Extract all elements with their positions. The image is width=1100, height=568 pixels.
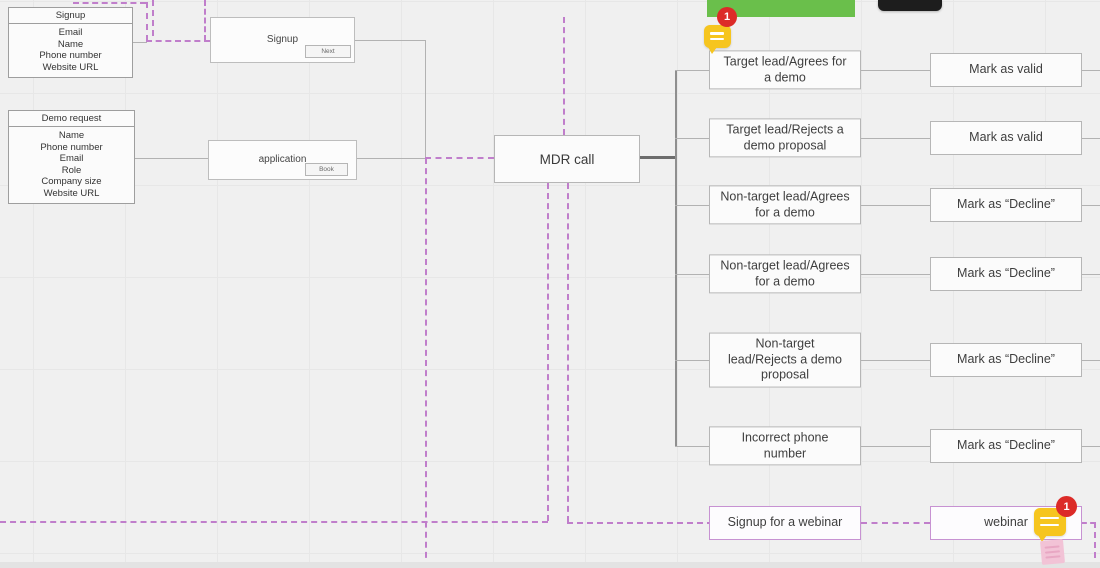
connector-branch-row2	[675, 138, 709, 139]
outcome-node[interactable]: Non-target lead/Agrees for a demo	[709, 185, 861, 225]
connector-exit-row6	[1082, 446, 1100, 447]
dashed-connector-webinar-mid	[861, 522, 930, 524]
action-node[interactable]: Mark as valid	[930, 121, 1082, 155]
comment-line	[710, 32, 724, 35]
connector-mid-row1	[861, 70, 930, 71]
dashed-connector-mid-down	[425, 158, 427, 568]
dashed-connector-below-mdr-a	[547, 183, 549, 521]
dashed-connector-vertical-c	[204, 0, 206, 41]
webinar-signup-node[interactable]: Signup for a webinar	[709, 506, 861, 540]
connector-mid-row5	[861, 360, 930, 361]
connector-exit-row2	[1082, 138, 1100, 139]
dashed-connector-into-mdr	[425, 157, 494, 159]
connector-branch-row6	[675, 446, 709, 447]
connector-branch-trunk	[675, 70, 677, 446]
outcome-node[interactable]: Target lead/Agrees for a demo	[709, 50, 861, 90]
connector-branch-row5	[675, 360, 709, 361]
signup-table-field: Phone number	[39, 50, 102, 61]
action-node[interactable]: Mark as valid	[930, 53, 1082, 87]
signup-wireframe[interactable]: Signup Next	[210, 17, 355, 63]
connector-demo-table-stub	[135, 158, 208, 159]
connector-signup-table-stub	[133, 42, 147, 43]
demo-table-field: Phone number	[40, 141, 103, 153]
connector-branch-row3	[675, 205, 709, 206]
sticker-line	[1045, 555, 1061, 559]
signup-wireframe-button[interactable]: Next	[305, 45, 351, 58]
dashed-connector-top-left	[73, 2, 146, 4]
application-wireframe-label: application	[258, 154, 307, 166]
connector-branch-row1	[675, 70, 709, 71]
connector-exit-row5	[1082, 360, 1100, 361]
connector-mid-row2	[861, 138, 930, 139]
comment-line	[1040, 516, 1059, 520]
comment-bubble-tail	[1038, 535, 1047, 542]
outcome-node[interactable]: Target lead/Rejects a demo proposal	[709, 118, 861, 158]
demo-table-field: Email	[59, 153, 84, 164]
pink-sticker[interactable]	[1039, 539, 1066, 565]
connector-branch-row4	[675, 274, 709, 275]
application-wireframe-button[interactable]: Book	[305, 163, 348, 176]
demo-request-table-title: Demo request	[9, 111, 134, 127]
connector-exit-row1	[1082, 70, 1100, 71]
connector-signup-down	[425, 40, 426, 158]
action-node[interactable]: Mark as “Decline”	[930, 429, 1082, 463]
sticker-line	[1044, 545, 1060, 549]
outcome-node[interactable]: Incorrect phone number	[709, 426, 861, 466]
outcome-node[interactable]: Non-target lead/Rejects a demo proposal	[709, 332, 861, 388]
comment-line	[710, 37, 724, 41]
connector-exit-row4	[1082, 274, 1100, 275]
action-node[interactable]: Mark as “Decline”	[930, 188, 1082, 222]
signup-table-field: Name	[57, 38, 84, 50]
dashed-connector-below-mdr-b	[567, 183, 569, 522]
green-frame-bar[interactable]	[707, 0, 855, 17]
signup-table-title: Signup	[9, 8, 132, 24]
comment-bubble-icon[interactable]	[704, 25, 731, 54]
action-node[interactable]: Mark as “Decline”	[930, 343, 1082, 377]
mdr-call-node[interactable]: MDR call	[494, 135, 640, 183]
connector-mid-row4	[861, 274, 930, 275]
demo-table-field: Role	[61, 164, 82, 176]
connector-mdr-out	[640, 156, 676, 159]
comment-bubble-tail	[708, 47, 717, 54]
demo-table-field: Company size	[41, 176, 102, 187]
dashed-connector-to-webinar-signup	[567, 522, 713, 524]
dashed-connector-webinar-left	[0, 521, 548, 523]
signup-wireframe-label: Signup	[266, 34, 299, 46]
comment-line	[1040, 523, 1059, 527]
dashed-connector-into-signup	[146, 40, 210, 42]
signup-table-field: Email	[58, 27, 83, 38]
dashed-connector-vertical-a	[146, 2, 148, 41]
demo-table-field: Website URL	[43, 187, 100, 199]
dashed-connector-webinar-right	[1082, 522, 1095, 524]
signup-table-field: Website URL	[42, 61, 99, 73]
action-node[interactable]: Mark as “Decline”	[930, 257, 1082, 291]
connector-mid-row6	[861, 446, 930, 447]
application-wireframe[interactable]: application Book	[208, 140, 357, 180]
comment-count-badge[interactable]: 1	[1056, 496, 1077, 517]
dashed-connector-vertical-b	[152, 0, 154, 36]
comment-count-badge[interactable]: 1	[717, 7, 737, 27]
dashed-connector-webinar-down	[1094, 522, 1096, 568]
demo-request-table[interactable]: Demo request Name Phone number Email Rol…	[8, 110, 135, 204]
black-shape[interactable]	[878, 0, 942, 11]
connector-exit-row3	[1082, 205, 1100, 206]
sticker-line	[1044, 550, 1061, 554]
signup-table[interactable]: Signup Email Name Phone number Website U…	[8, 7, 133, 78]
connector-signup-wireframe-right	[355, 40, 426, 41]
connector-mid-row3	[861, 205, 930, 206]
connector-application-right	[357, 158, 425, 159]
demo-table-field: Name	[58, 130, 85, 141]
dashed-connector-above-mdr	[563, 17, 565, 135]
outcome-node[interactable]: Non-target lead/Agrees for a demo	[709, 254, 861, 294]
canvas-edge-band	[0, 562, 1100, 568]
